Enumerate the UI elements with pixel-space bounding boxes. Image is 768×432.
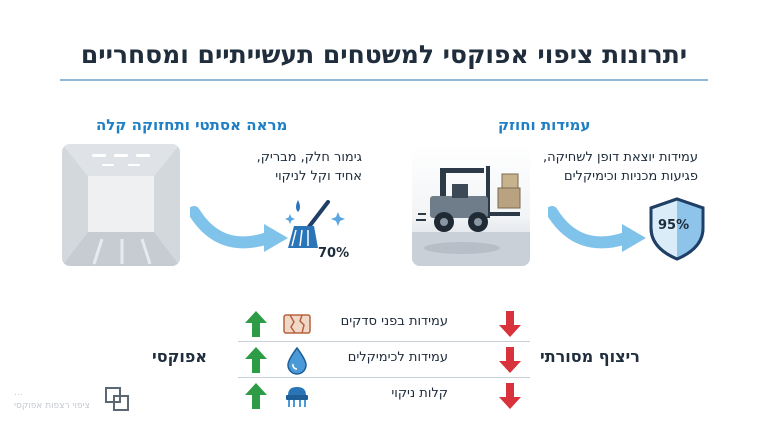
broom-icon: [284, 196, 350, 256]
red-down-arrow-icon: [499, 347, 521, 373]
cracked-tile-icon: [283, 314, 311, 334]
green-up-arrow-icon: [245, 347, 267, 373]
durability-percent: 95%: [658, 218, 690, 233]
watermark-logo-icon: [105, 387, 129, 411]
chemical-drop-icon: [287, 346, 307, 375]
watermark-text: ציפוי רצפות אפוקסי: [14, 401, 90, 411]
durability-desc-line1: עמידות יוצאת דופן לשחיקה,: [543, 150, 698, 165]
shield-icon: [646, 196, 708, 262]
aesthetic-desc-line2: אחיד וקל לניקוי: [275, 169, 362, 184]
durability-desc-line2: פגיעות מכניות וכימיקלים: [564, 169, 698, 184]
clean-room-photo: [62, 144, 180, 266]
green-up-arrow-icon: [245, 311, 267, 337]
comparison-row: קלות ניקוי: [238, 378, 530, 414]
aesthetic-desc-line1: גימור חלק, מבריק,: [256, 150, 362, 165]
row-divider: [238, 341, 530, 342]
comparison-row: עמידות לכימיקלים: [238, 342, 530, 378]
aesthetic-heading: מראה אסתטי ותחזוקה קלה: [96, 116, 288, 134]
red-down-arrow-icon: [499, 383, 521, 409]
row-label: קלות ניקוי: [391, 386, 448, 401]
durability-heading: עמידות וחוזק: [498, 116, 591, 134]
comparison-row: עמידות בפני סדקים: [238, 306, 530, 342]
green-up-arrow-icon: [245, 383, 267, 409]
aesthetic-description: גימור חלק, מבריק, אחיד וקל לניקוי: [212, 148, 362, 186]
epoxy-label: אפוקסי: [152, 347, 208, 366]
row-label: עמידות בפני סדקים: [340, 314, 448, 329]
durability-description: עמידות יוצאת דופן לשחיקה, פגיעות מכניות …: [530, 148, 698, 186]
red-down-arrow-icon: [499, 311, 521, 337]
forklift-photo: [412, 144, 530, 266]
row-label: עמידות לכימיקלים: [347, 350, 448, 365]
page-title: יתרונות ציפוי אפוקסי למשטחים תעשייתיים ו…: [80, 40, 688, 69]
curved-arrow-icon: [548, 206, 646, 252]
traditional-tiling-label: ריצוף מסורתי: [540, 347, 640, 366]
aesthetic-percent: 70%: [318, 246, 350, 261]
watermark-text: ...: [14, 388, 23, 398]
curved-arrow-icon: [190, 206, 288, 252]
scrub-brush-icon: [286, 387, 308, 407]
row-divider: [238, 377, 530, 378]
title-divider: [60, 79, 708, 81]
